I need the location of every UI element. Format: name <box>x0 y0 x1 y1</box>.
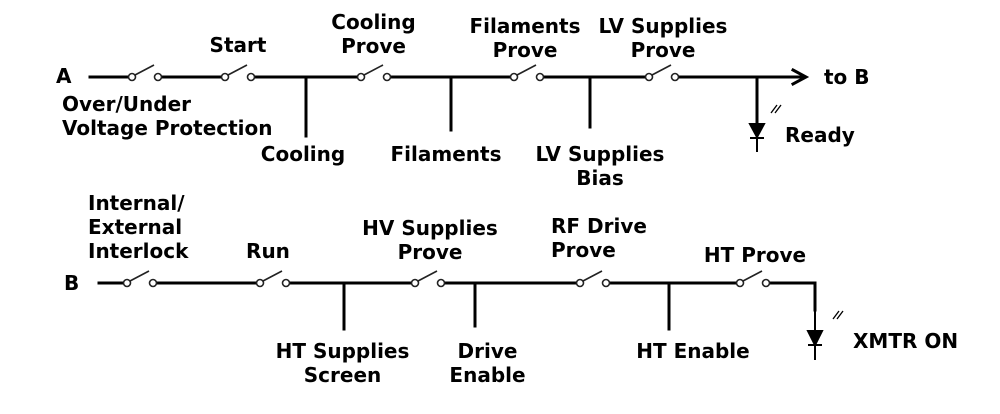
label-line: External <box>88 215 183 239</box>
label-line: Bias <box>576 166 624 190</box>
label-line: Prove <box>630 38 696 62</box>
tap-label-ht-supplies-screen: HT Supplies Screen <box>265 339 420 387</box>
label-line: Prove <box>492 38 558 62</box>
switch-rf-drive-prove-icon <box>575 270 611 288</box>
switch-label-lv-supplies-prove: LV Supplies Prove <box>598 14 728 62</box>
switch-ht-prove-icon <box>735 270 771 288</box>
label-line: Prove <box>341 34 406 58</box>
label-line: HT Supplies <box>275 339 410 363</box>
arrow-to-b <box>790 67 810 87</box>
switch-hv-supplies-prove-icon <box>410 270 446 288</box>
tap-label-drive-enable: Drive Enable <box>440 339 535 387</box>
xmtr-on-led-icon <box>806 308 844 360</box>
label-line: Enable <box>449 363 526 387</box>
label-line: HV Supplies <box>362 216 498 240</box>
node-b-label: B <box>64 271 80 295</box>
label-line: Screen <box>303 363 382 387</box>
switch-label-ht-prove: HT Prove <box>703 243 807 267</box>
wire-b-6 <box>766 281 817 312</box>
label-line: Interlock <box>88 239 189 263</box>
label-line: LV Supplies <box>535 142 665 166</box>
switch-start-icon <box>220 64 256 82</box>
label-line: Filaments <box>469 14 581 38</box>
label-line: Cooling <box>331 10 416 34</box>
tap-label-ht-enable: HT Enable <box>636 339 750 363</box>
switch-label-rf-drive-prove: RF Drive Prove <box>551 214 647 262</box>
label-line: LV Supplies <box>598 14 728 38</box>
switch-label-over-under-voltage: Over/Under Voltage Protection <box>62 92 273 140</box>
label-line: Voltage Protection <box>62 116 273 140</box>
switch-label-hv-supplies-prove: HV Supplies Prove <box>350 216 510 264</box>
tap-label-cooling: Cooling <box>260 142 346 166</box>
to-b-label: to B <box>824 65 870 89</box>
switch-run-icon <box>255 270 291 288</box>
switch-over-under-voltage-icon <box>127 64 163 82</box>
switch-label-filaments-prove: Filaments Prove <box>455 14 595 62</box>
label-line: RF Drive <box>551 214 647 238</box>
label-line: Prove <box>397 240 463 264</box>
ready-label: Ready <box>785 123 855 147</box>
xmtr-on-label: XMTR ON <box>853 329 959 353</box>
tap-label-filaments: Filaments <box>390 142 502 166</box>
switch-label-start: Start <box>209 33 267 57</box>
switch-label-cooling-prove: Cooling Prove <box>316 10 431 58</box>
label-line: Internal/ <box>88 191 185 215</box>
switch-lv-supplies-prove-icon <box>644 64 680 82</box>
switch-interlock-icon <box>122 270 158 288</box>
switch-label-interlock: Internal/ External Interlock <box>88 191 188 263</box>
tap-label-lv-supplies-bias: LV Supplies Bias <box>524 142 676 190</box>
label-line: Over/Under <box>62 92 191 116</box>
ready-led-icon <box>748 104 782 152</box>
label-line: Prove <box>551 238 616 262</box>
switch-cooling-prove-icon <box>356 64 392 82</box>
node-a-label: A <box>56 64 72 88</box>
switch-label-run: Run <box>246 239 290 263</box>
label-line: Drive <box>457 339 518 363</box>
switch-filaments-prove-icon <box>509 64 545 82</box>
